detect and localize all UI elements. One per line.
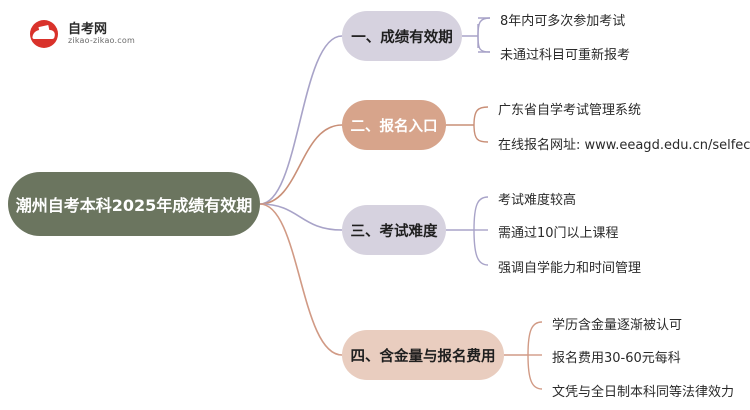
connector-root-branch-1 xyxy=(259,35,343,205)
root-node-label: 潮州自考本科2025年成绩有效期 xyxy=(15,196,253,215)
leaf-node: 文凭与全日制本科同等法律效力 xyxy=(552,385,735,400)
branch-node-validity: 一、成绩有效期 xyxy=(342,11,462,61)
branch-node-registration: 二、报名入口 xyxy=(342,100,446,150)
leaf-node: 在线报名网址: www.eeagd.edu.cn/selfec/ xyxy=(498,138,750,153)
leaf-node: 报名费用30-60元每科 xyxy=(552,351,681,366)
logo-url: zikao-zikao.com xyxy=(68,36,135,45)
connector-b1-leaves xyxy=(462,17,490,53)
branch-node-value-fees: 四、含金量与报名费用 xyxy=(342,330,504,380)
leaf-node: 8年内可多次参加考试 xyxy=(500,14,626,29)
root-node: 潮州自考本科2025年成绩有效期 xyxy=(8,172,260,236)
graduation-cap-icon xyxy=(30,20,58,48)
leaf-node: 广东省自学考试管理系统 xyxy=(498,103,642,118)
connector-root-branch-4 xyxy=(259,203,343,356)
connector-b3-leaf-1 xyxy=(473,196,489,231)
logo-name: 自考网 xyxy=(68,22,108,37)
connector-b3-leaf-3 xyxy=(473,229,489,266)
connector-b4-leaf-3 xyxy=(527,354,543,390)
leaf-node: 强调自学能力和时间管理 xyxy=(498,261,642,276)
leaf-node: 需通过10门以上课程 xyxy=(498,226,619,241)
branch-label: 一、成绩有效期 xyxy=(351,29,453,46)
connector-root-branch-3 xyxy=(259,203,343,231)
connector-b2-leaf-2 xyxy=(473,124,489,143)
leaf-node: 考试难度较高 xyxy=(498,193,577,208)
branch-label: 四、含金量与报名费用 xyxy=(350,348,496,365)
connector-root-branch-2 xyxy=(259,124,343,205)
branch-label: 二、报名入口 xyxy=(350,118,438,135)
connector-b1-leaf-2 xyxy=(477,35,491,53)
branch-node-difficulty: 三、考试难度 xyxy=(342,205,446,255)
connector-b1-leaf-1 xyxy=(477,17,491,37)
site-logo[interactable]: 自考网 zikao-zikao.com xyxy=(30,18,140,50)
branch-label: 三、考试难度 xyxy=(350,223,438,240)
leaf-node: 未通过科目可重新报考 xyxy=(500,48,631,63)
leaf-node: 学历含金量逐渐被认可 xyxy=(552,318,683,333)
connector-b2-leaf-1 xyxy=(473,106,489,126)
connector-b4-leaf-1 xyxy=(527,321,543,356)
